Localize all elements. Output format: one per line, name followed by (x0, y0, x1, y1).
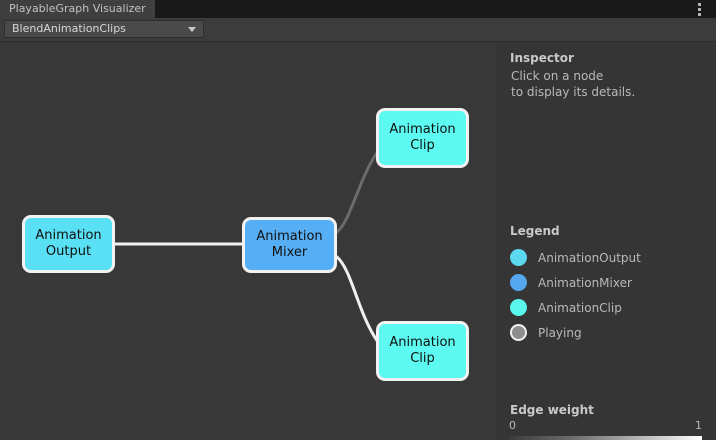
graph-selector-value: BlendAnimationClips (12, 22, 126, 35)
inspector-title: Inspector (510, 51, 574, 65)
graph-node-label: Animation Clip (389, 122, 456, 153)
inspector-panel: Inspector Click on a node to display its… (497, 42, 716, 440)
graph-node-animation-clip-2[interactable]: Animation Clip (376, 321, 469, 381)
legend-swatch-icon (510, 324, 527, 341)
kebab-menu-icon[interactable] (692, 2, 706, 17)
kebab-dot (697, 13, 701, 16)
edge-weight-min-label: 0 (509, 419, 516, 432)
graph-node-animation-mixer[interactable]: Animation Mixer (242, 217, 337, 273)
legend-swatch-icon (510, 299, 527, 316)
legend-item: AnimationOutput (508, 245, 708, 270)
chevron-down-icon (188, 27, 196, 32)
legend-swatch-icon (510, 274, 527, 291)
toolbar: BlendAnimationClips (0, 18, 716, 42)
inspector-placeholder-text: Click on a node to display its details. (511, 69, 636, 99)
graph-edge (335, 152, 378, 234)
kebab-dot (697, 3, 701, 6)
graph-node-label: Animation Clip (389, 335, 456, 366)
tab-playablegraph-visualizer[interactable]: PlayableGraph Visualizer (0, 0, 155, 18)
legend-item: AnimationClip (508, 295, 708, 320)
graph-edge-layer (113, 152, 380, 344)
legend-title: Legend (510, 224, 560, 238)
legend-item-label: AnimationOutput (538, 250, 641, 265)
legend-item: Playing (508, 320, 708, 345)
kebab-dot (697, 8, 701, 11)
edge-weight-title: Edge weight (510, 403, 594, 417)
legend-swatch-icon (510, 249, 527, 266)
window-titlebar: PlayableGraph Visualizer (0, 0, 716, 18)
graph-node-animation-clip-1[interactable]: Animation Clip (376, 108, 469, 168)
graph-edge (335, 255, 380, 344)
legend-item-label: AnimationClip (538, 300, 622, 315)
legend-item-label: AnimationMixer (538, 275, 632, 290)
graph-node-animation-output[interactable]: Animation Output (22, 215, 115, 273)
graph-node-label: Animation Output (35, 228, 102, 259)
legend-item-label: Playing (538, 325, 582, 340)
legend-item: AnimationMixer (508, 270, 708, 295)
edge-weight-gradient-bar (509, 436, 702, 440)
graph-selector-dropdown[interactable]: BlendAnimationClips (4, 20, 204, 38)
edge-weight-max-label: 1 (695, 419, 702, 432)
graph-node-label: Animation Mixer (256, 229, 323, 260)
